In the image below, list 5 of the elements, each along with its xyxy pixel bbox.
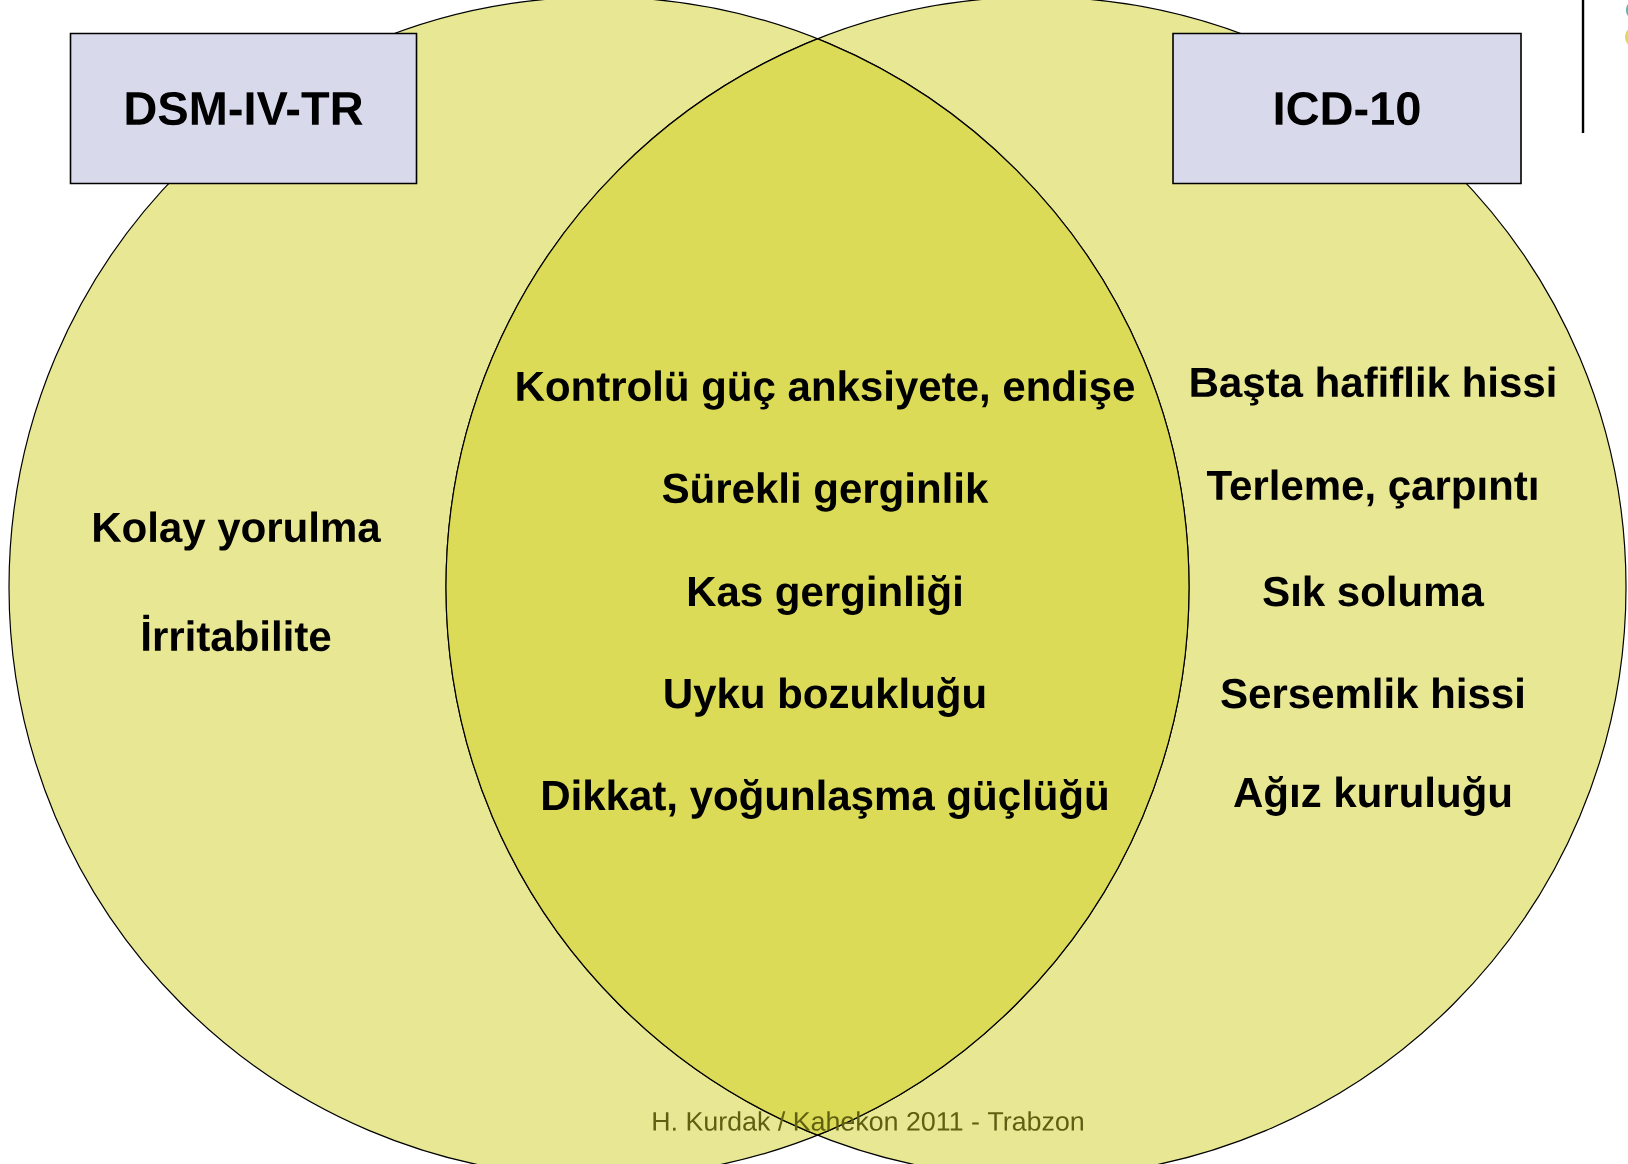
item-list: Kolay yorulma İrritabilite	[94, 511, 381, 652]
item-list: Kontrolü güç anksiyete, endişe Sürekli gerginlik Kas gerginliği Uyku bozukluğu Dikkat, yoğunlaşma güçlüğü	[517, 370, 1134, 819]
item-list: Başta hafiflik hissi Terleme, çarpıntı Sık soluma Sersemlik hissi Ağız kuruluğu	[1191, 366, 1555, 816]
label-box: DSM-IV-TR	[69, 32, 418, 185]
label-box: ICD-10	[1172, 32, 1522, 185]
